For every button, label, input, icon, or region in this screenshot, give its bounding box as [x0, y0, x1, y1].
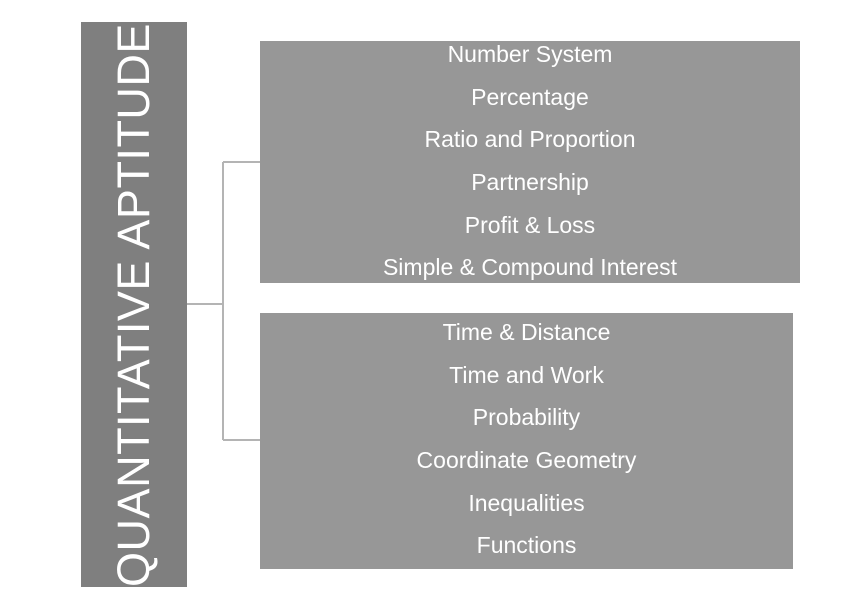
topic-item: Time and Work [449, 361, 604, 388]
topic-item: Time & Distance [442, 319, 611, 345]
topic-item: Profit & Loss [464, 211, 596, 238]
topic-list: Number System Percentage Ratio and Propo… [260, 39, 800, 295]
topic-item: Percentage [471, 83, 589, 110]
topic-item: Probability [472, 404, 581, 431]
branch-node-2: Time & Distance Time and Work Probabilit… [260, 313, 793, 569]
topic-item: Ratio and Proportion [424, 126, 636, 153]
topic-item: Inequalities [468, 489, 585, 516]
topic-item: Functions [476, 532, 577, 559]
topic-item: Partnership [471, 169, 589, 196]
topic-item: Number System [447, 41, 613, 67]
topic-item: Coordinate Geometry [416, 447, 637, 474]
root-node: QUANTITATIVE APTITUDE [81, 22, 187, 587]
topic-item: Simple & Compound Interest [382, 254, 678, 281]
branch-node-1: Number System Percentage Ratio and Propo… [260, 41, 800, 283]
root-label: QUANTITATIVE APTITUDE [108, 22, 159, 587]
topic-list: Time & Distance Time and Work Probabilit… [260, 317, 793, 573]
